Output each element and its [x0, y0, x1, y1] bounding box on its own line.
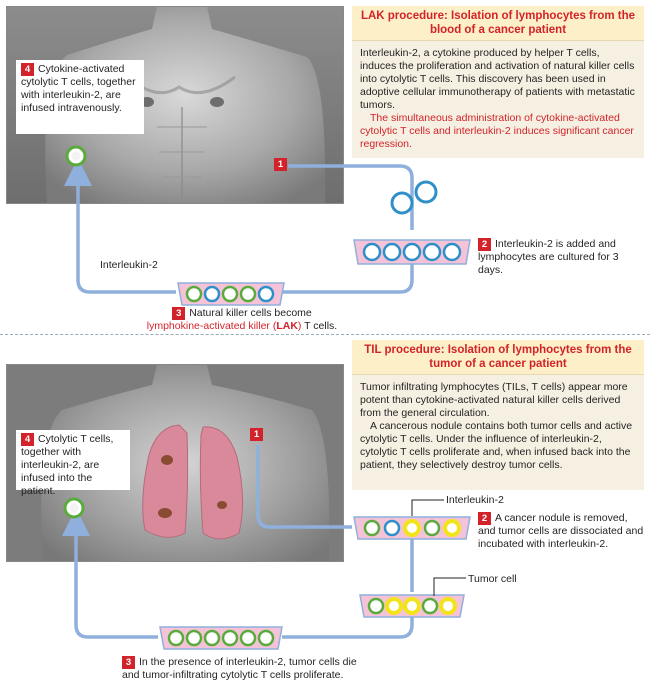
til-step-4-text: Cytolytic T cells, together with interle… — [21, 433, 114, 497]
til-infused-lymphocyte-icon — [63, 497, 85, 519]
til-paragraph-2: A cancerous nodule contains both tumor c… — [360, 420, 633, 471]
lak-infused-lymphocyte-icon — [65, 145, 87, 167]
lak-step-3-text-c-paren: ) — [297, 320, 302, 332]
til-info-panel: TIL procedure: Isolation of lymphocytes … — [352, 340, 644, 490]
lak-step-3-badge: 3 — [172, 307, 186, 320]
til-step-3-badge: 3 — [122, 656, 135, 669]
lak-isolated-lymphocytes-icon — [390, 180, 438, 215]
lak-step-4-badge: 4 — [21, 63, 34, 76]
til-panel-title: TIL procedure: Isolation of lymphocytes … — [352, 340, 644, 375]
til-arrow-back-to-patient — [62, 508, 158, 639]
lak-panel-title: LAK procedure: Isolation of lymphocytes … — [352, 6, 644, 41]
right-lung-icon — [199, 426, 244, 540]
section-divider — [0, 334, 650, 335]
lak-interleukin-label: Interleukin-2 — [100, 259, 158, 271]
lak-activated-cells-dish-icon — [177, 282, 285, 306]
lak-panel-body: Interleukin-2, a cytokine produced by he… — [352, 41, 644, 157]
til-arrow-dish-to-wide-dish — [282, 615, 414, 639]
tumor-cell-pointer — [433, 577, 466, 596]
til-proliferated-cells-dish-icon — [159, 626, 283, 650]
lak-info-panel: LAK procedure: Isolation of lymphocytes … — [352, 6, 644, 158]
lak-step-1-badge: 1 — [274, 158, 287, 171]
til-step-1-badge: 1 — [250, 428, 263, 441]
torso-illustration — [7, 7, 343, 203]
lak-step-3-lak-abbrev: LAK — [276, 320, 298, 332]
til-step-3-text: In the presence of interleukin-2, tumor … — [122, 656, 357, 681]
til-step-2-text: A cancer nodule is removed, and tumor ce… — [478, 512, 644, 550]
lak-paragraph-2: The simultaneous administration of cytok… — [360, 112, 634, 150]
lak-patient-photo — [6, 6, 344, 204]
lak-step-3-text-c: T cells. — [301, 320, 338, 332]
til-nodule-dish-icon — [353, 516, 471, 540]
left-lung-icon — [142, 424, 189, 538]
lak-step-3-text-b: lymphokine-activated killer ( — [146, 320, 277, 332]
til-tumor-cell-dish-icon — [359, 594, 465, 618]
lak-step-2-badge: 2 — [478, 238, 491, 251]
til-paragraph-1: Tumor infiltrating lymphocytes (TILs, T … — [360, 381, 628, 419]
til-panel-body: Tumor infiltrating lymphocytes (TILs, T … — [352, 375, 644, 478]
lak-arrow-back-to-patient — [64, 158, 176, 294]
til-step-4-badge: 4 — [21, 433, 34, 446]
tumor-cell-label: Tumor cell — [468, 573, 517, 585]
til-interleukin-pointer — [411, 499, 444, 516]
lak-arrow-dish-to-dish — [282, 262, 414, 294]
til-arrow-nodule-to-dish — [256, 445, 352, 529]
til-step-2-badge: 2 — [478, 512, 491, 525]
lak-step-2-text: Interleukin-2 is added and lymphocytes a… — [478, 238, 619, 276]
lak-culture-dish-icon — [353, 239, 471, 265]
lak-step-3-text-a: Natural killer cells become — [189, 307, 312, 319]
lak-paragraph-1: Interleukin-2, a cytokine produced by he… — [360, 47, 635, 111]
lak-arrow-to-dish — [288, 164, 414, 230]
til-interleukin-label: Interleukin-2 — [446, 494, 504, 506]
lak-step-4-text: Cytokine-activated cytolytic T cells, to… — [21, 63, 136, 114]
